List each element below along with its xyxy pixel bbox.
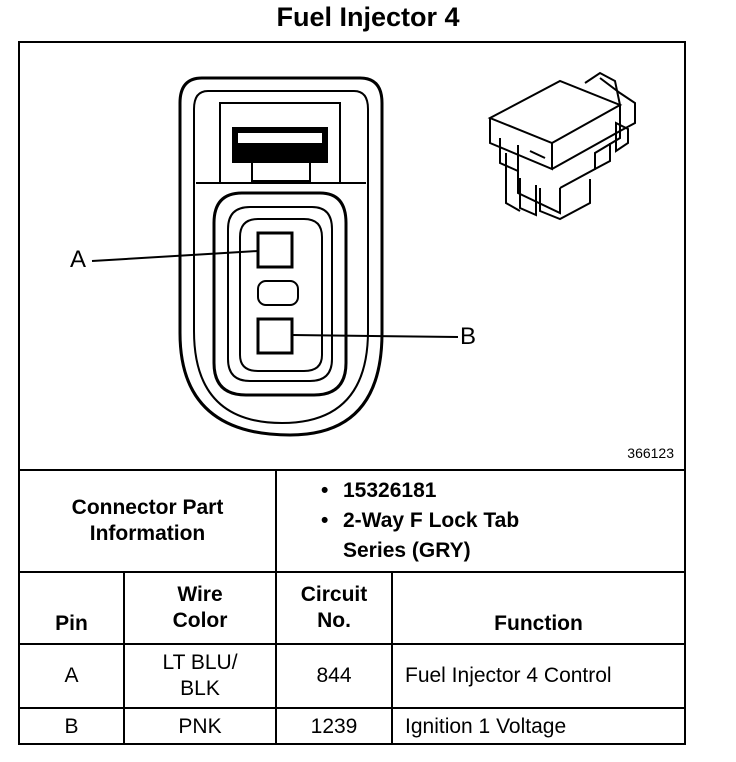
seal-outer	[212, 191, 348, 397]
page-title: Fuel Injector 4	[276, 2, 460, 32]
header-pin: Pin	[20, 571, 125, 645]
callout-a-label: A	[70, 246, 87, 273]
circuit-cell: 844	[275, 643, 393, 709]
figure-number: 366123	[627, 445, 674, 461]
seal-inner	[227, 206, 333, 382]
connector-info-item-cont: Series (GRY)	[343, 539, 471, 562]
pin-cell: A	[20, 643, 125, 709]
connector-face-drawing	[91, 71, 636, 437]
function-cell: Ignition 1 Voltage	[391, 707, 684, 745]
connector-info-item: •2-Way F Lock Tab	[321, 509, 520, 532]
connector-info-item: •15326181	[321, 479, 437, 502]
terminal-a	[256, 231, 294, 269]
lock-tab-bar	[251, 160, 311, 182]
lock-tab-recess	[232, 127, 328, 163]
terminal-b	[256, 317, 294, 355]
connector-body-outline	[178, 76, 384, 437]
connector-info-row: Connector Part Information •15326181 •2-…	[20, 471, 684, 573]
connector-info-list: •15326181 •2-Way F Lock Tab Series (GRY)	[275, 471, 684, 573]
connector-table: Connector Part Information •15326181 •2-…	[20, 471, 684, 745]
connector-diagram: A B 366123	[20, 43, 684, 471]
callout-a-leader	[91, 250, 259, 262]
callout-b-leader	[291, 334, 459, 338]
header-function: Function	[391, 571, 684, 645]
function-cell: Fuel Injector 4 Control	[391, 643, 684, 709]
table-header-row: Pin Wire Color Circuit No. Function	[20, 571, 684, 645]
circuit-cell: 1239	[275, 707, 393, 745]
table-row: A LT BLU/ BLK 844 Fuel Injector 4 Contro…	[20, 643, 684, 709]
pin-cell: B	[20, 707, 125, 745]
header-circuit-no: Circuit No.	[275, 571, 393, 645]
connector-body-inner-outline	[193, 90, 369, 425]
terminal-key	[257, 280, 299, 306]
header-wire-color: Wire Color	[123, 571, 277, 645]
connector-isometric-view	[487, 71, 636, 221]
callout-b-label: B	[460, 323, 477, 350]
connector-sheet: A B 366123 Connector Part Information •1…	[18, 41, 686, 745]
lock-tab-rib	[238, 133, 322, 143]
wire-color-cell: PNK	[123, 707, 277, 745]
connector-info-label: Connector Part Information	[20, 471, 277, 573]
wire-color-cell: LT BLU/ BLK	[123, 643, 277, 709]
table-row: B PNK 1239 Ignition 1 Voltage	[20, 707, 684, 745]
